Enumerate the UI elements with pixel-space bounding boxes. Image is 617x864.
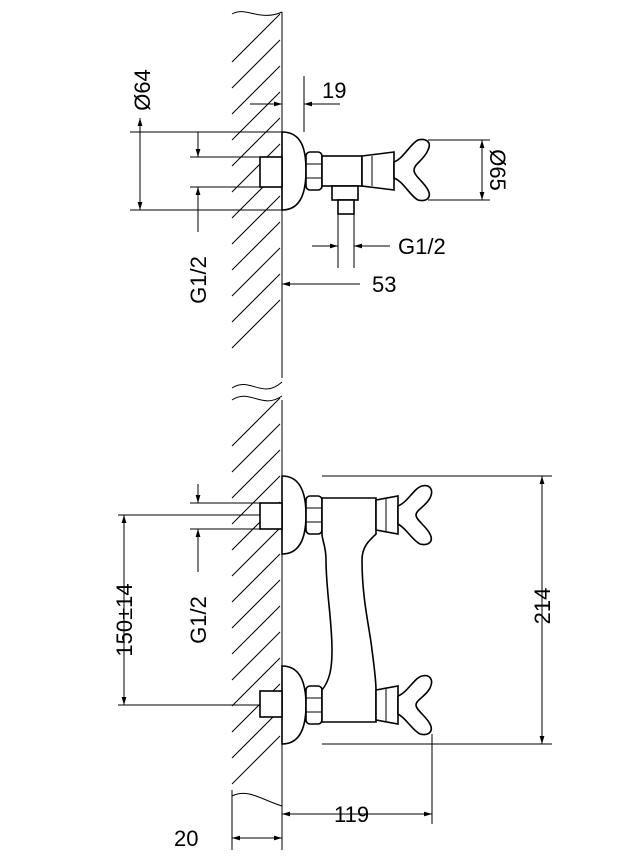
label-diam-65: Ø65 [485,149,510,191]
label-214: 214 [530,588,555,625]
top-bonnet [361,151,395,191]
label-19: 19 [322,78,346,103]
dimensions-bottom [118,475,552,850]
lower-rosette [281,665,307,745]
hatch-line [231,449,281,499]
label-g12-side: G1/2 [398,234,446,259]
upper-cross-handle [397,484,433,546]
hatch-line [231,247,281,297]
hatch-line [231,527,281,577]
hatch-line [231,423,281,473]
label-g12-left-top: G1/2 [186,256,211,304]
upper-wall-pipe [259,502,283,530]
hatch-line [231,299,281,349]
top-nut [305,151,323,191]
hatch-line [231,735,281,785]
hatch-line [231,657,281,707]
hatch-line [231,143,281,193]
hatch-line [231,397,281,447]
lower-nut [305,685,323,725]
dimensions-top [130,76,490,287]
label-150: 150±14 [112,583,137,656]
hatch-line [231,65,281,115]
top-wall-pipe [259,156,283,188]
upper-nut [305,495,323,535]
top-outlet-tip [337,199,355,215]
top-outlet [331,185,359,201]
label-119: 119 [334,802,369,827]
lower-cross-handle [397,674,433,736]
top-faucet [259,131,431,215]
hatch-line [231,579,281,629]
bottom-mixer [259,475,433,745]
label-53: 53 [372,272,396,297]
wall-hatching-lower [231,397,281,785]
hatch-line [231,195,281,245]
label-20: 20 [174,826,198,851]
hatch-line [231,221,281,271]
hatch-line [231,709,281,759]
hatch-line [231,553,281,603]
lower-wall-pipe [259,690,283,718]
hatch-line [231,475,281,525]
hatch-line [231,13,281,63]
hatch-line [231,273,281,323]
hatch-line [231,39,281,89]
hatch-line [231,605,281,655]
hatch-line [231,91,281,141]
label-g12-left-bottom: G1/2 [186,596,211,644]
top-valve-body [321,155,363,187]
hatch-line [231,631,281,681]
top-cross-handle [393,138,431,202]
top-rosette [281,131,307,211]
hatch-line [231,117,281,167]
upper-rosette [281,475,307,555]
mixer-body [321,497,377,723]
label-diam-64: Ø64 [130,69,155,111]
